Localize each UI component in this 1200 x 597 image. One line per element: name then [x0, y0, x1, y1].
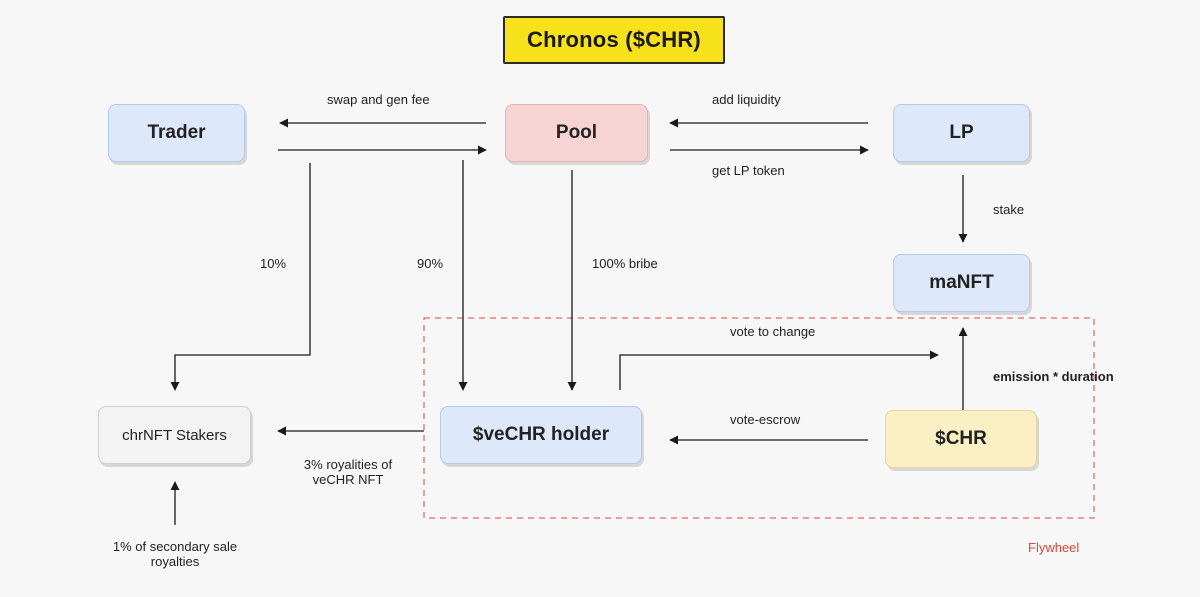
node-vechr-holder: $veCHR holder: [440, 406, 642, 464]
label-add-liquidity: add liquidity: [712, 92, 781, 107]
node-chr: $CHR: [885, 410, 1037, 468]
label-vote-escrow: vote-escrow: [730, 412, 801, 427]
node-lp: LP: [893, 104, 1030, 162]
label-10pct: 10%: [260, 256, 287, 271]
label-secondary-sale: 1% of secondary sale royalties: [112, 539, 238, 569]
label-vote-to-change: vote to change: [730, 324, 816, 339]
label-90pct: 90%: [417, 256, 444, 271]
label-emission-duration: emission * duration: [993, 369, 1114, 384]
node-trader: Trader: [108, 104, 245, 162]
arrow-vote-to-change: [619, 350, 939, 390]
label-royalties-vechr: 3% royalities of veCHR NFT: [303, 457, 393, 487]
node-pool: Pool: [505, 104, 648, 162]
label-flywheel: Flywheel: [1028, 540, 1080, 555]
label-swap: swap and gen fee: [327, 92, 430, 107]
flywheel-region: [423, 317, 1095, 519]
diagram-title: Chronos ($CHR): [503, 16, 725, 64]
arrow-10pct-to-stakers: [170, 163, 311, 391]
label-get-lp-token: get LP token: [712, 163, 785, 178]
node-chrnft-stakers: chrNFT Stakers: [98, 406, 251, 464]
label-bribe: 100% bribe: [592, 256, 658, 271]
node-manft: maNFT: [893, 254, 1030, 312]
label-stake: stake: [993, 202, 1025, 217]
